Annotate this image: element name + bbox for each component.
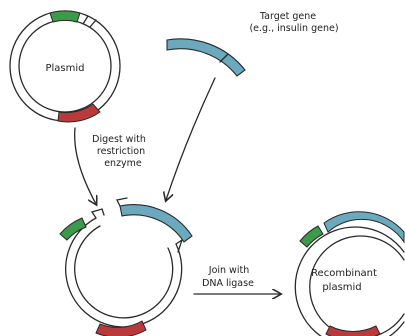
recombinant-label-line2: plasmid (322, 282, 361, 293)
plasmid-label: Plasmid (45, 63, 84, 74)
digest-label-line3: enzyme (104, 158, 142, 169)
cut-plasmid-red-marker (95, 320, 147, 336)
cut-plasmid-ring (65, 217, 183, 328)
plasmid: Plasmid (9, 10, 121, 123)
digest-arrows: Digest with restriction enzyme (74, 77, 216, 204)
recombinant-green-marker (299, 225, 324, 248)
plasmid-red-marker (57, 103, 101, 123)
join-step: Join with DNA ligase (193, 265, 280, 294)
target-gene-label-line2: (e.g., insulin gene) (249, 23, 338, 34)
target-gene: Target gene (e.g., insulin gene) (166, 11, 339, 77)
join-label-line2: DNA ligase (202, 278, 254, 289)
digest-arrow-right (166, 77, 216, 200)
digest-label-line1: Digest with (92, 134, 146, 145)
plasmid-green-marker (49, 10, 81, 23)
recombinant-red-marker (325, 325, 381, 336)
cut-plasmid-end-left (90, 208, 105, 219)
digest-label-line2: restriction (97, 146, 145, 157)
recombinant-ring (294, 226, 405, 336)
cut-plasmid-green-marker (59, 217, 87, 241)
recombinant-gene-insert (323, 211, 405, 244)
cut-plasmid (59, 197, 193, 336)
target-gene-fragment (166, 38, 246, 77)
target-gene-label-line1: Target gene (259, 11, 316, 22)
recombinant-label-line1: Recombinant (311, 268, 377, 279)
cut-target-gene (119, 204, 193, 243)
recombinant-plasmid: Recombinant plasmid (294, 211, 405, 336)
join-label-line1: Join with (208, 265, 249, 276)
digest-arrow-left (74, 127, 96, 204)
